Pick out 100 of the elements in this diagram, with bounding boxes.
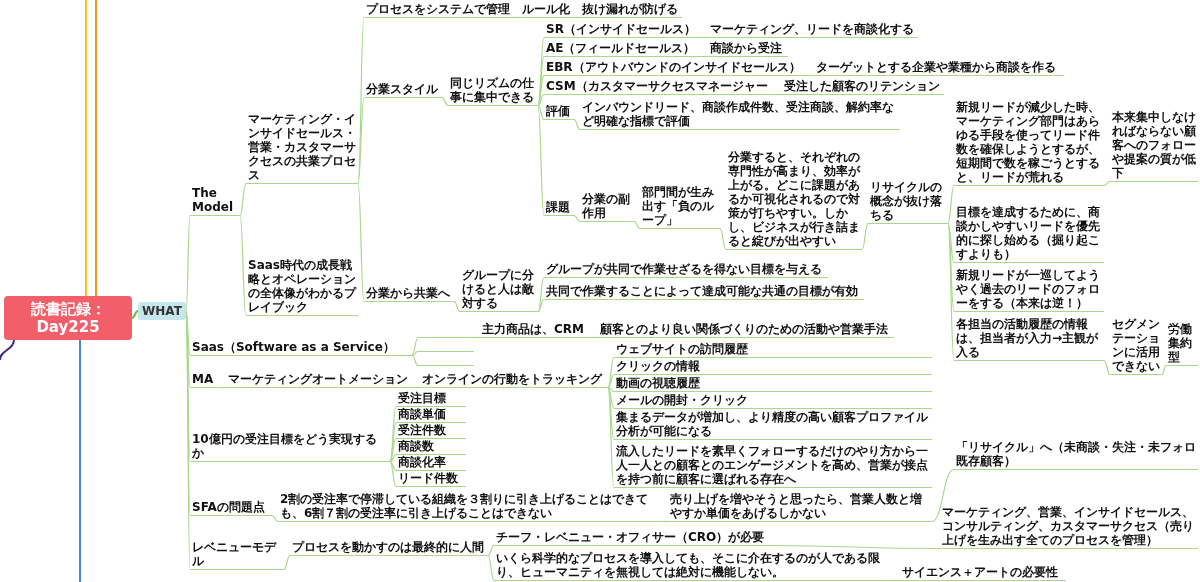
branch-line: [95, 0, 97, 297]
branch-line: [239, 214, 247, 317]
branch-line: [487, 544, 495, 557]
branch-line: [537, 298, 545, 313]
branch-line: [441, 96, 449, 107]
topic-text: 目標を達成するために、商談かしやすいリードを優先的に探し始める（掘り起こすよりも）: [954, 205, 1104, 263]
topic-text: 動画の視聴履歴: [614, 376, 932, 392]
branch-line: [591, 336, 599, 339]
branch-line: [573, 118, 581, 131]
topic-text: SR（インサイドセールス）: [544, 22, 702, 38]
topic-text: EBR（アウトバウンドのインサイドセールス）: [544, 60, 808, 76]
branch-line: [947, 222, 955, 362]
branch-line: [893, 579, 901, 582]
branch-line: [607, 386, 615, 489]
branch-line: [537, 104, 545, 121]
central-topic: 読書記録：Day225: [4, 296, 132, 340]
branch-line: [573, 214, 581, 223]
topic-text: 商談単価: [396, 407, 466, 423]
topic-text: オンラインの行動をトラッキング: [420, 372, 608, 388]
topic-text: セグメンテーションに活用できない: [1110, 317, 1162, 375]
topic-text: ルール化: [520, 2, 574, 18]
topic-text: 集まるデータが増加し、より精度の高い顧客プロファイル分析が可能になる: [614, 410, 932, 440]
topic-text: ターゲットとする企業や業種から商談を作る: [814, 60, 1064, 76]
topic-text: サイエンス＋アートの必要性: [900, 565, 1066, 581]
topic-text: 商談化率: [396, 455, 466, 471]
topic-text: グループに分けると人は敵対する: [460, 268, 538, 312]
topic-text: リサイクルの概念が抜け落ちる: [868, 180, 948, 224]
branch-line: [661, 520, 669, 523]
branch-line: [413, 386, 421, 389]
branch-line: [389, 460, 397, 488]
topic-text: マーケティング、営業、インサイドセールス、コンサルティング、カスタマーサクセス（売り上げを生み出す全てのプロセスを管理）: [940, 505, 1198, 549]
topic-text: Saas時代の成長戦略とオペレーションの全体像がわかるプレイブック: [246, 258, 358, 316]
topic-text: いくら科学的なプロセスを導入しても、そこに介在するのが人である限り、ヒューマニティを無視しては絶対に機能しない。: [494, 551, 894, 581]
branch-line: [239, 182, 247, 217]
branch-line: [537, 55, 545, 107]
topic-text: 分業スタイル: [364, 82, 442, 98]
topic-text: SFAの問題点: [190, 500, 272, 516]
topic-text: マーケティング、リードを商談化する: [708, 22, 918, 38]
topic-text: リード件数: [396, 471, 466, 487]
branch-line: [357, 96, 365, 185]
branch-line: [537, 93, 545, 107]
branch-line: [537, 74, 545, 107]
branch-line: [719, 227, 727, 251]
topic-text: マーケティングオートメーション: [226, 372, 414, 388]
topic-text: 課題: [544, 200, 574, 216]
topic-text: チーフ・レベニュー・オフィサー（CRO）が必要: [494, 530, 768, 546]
topic-text: 分業すると、それぞれの専門性が高まり、効率が上がる。どこに課題があるか可視化されるので対策が打ちやすい。しかし、ビジネスが行き詰まると綻びが出やすい: [726, 150, 862, 250]
branch-line: [1103, 359, 1111, 376]
topic-text: 各担当の活動履歴の情報は、担当者が入力→主観が入る: [954, 317, 1104, 361]
topic-text: 主力商品は、CRM: [480, 322, 592, 338]
topic-text: ウェブサイトの訪問履歴: [614, 342, 932, 358]
branch-line: [701, 36, 709, 39]
topic-text: CSM（カスタマーサクセスマネージャー: [544, 79, 776, 95]
topic-text: 2割の受注率で停滞している組織を３割りに引き上げることはできても、6割７割の受注率に引き上げることはできない: [278, 492, 662, 522]
topic-text: 10億円の受注目標をどう実現するか: [190, 432, 390, 462]
branch-line: [219, 386, 227, 389]
branch-line: [389, 460, 397, 472]
topic-text: 本来集中しなければならない顧客へのフォローや提案の質が低下: [1110, 110, 1198, 182]
topic-text: 評価: [544, 104, 574, 120]
branch-line: [473, 336, 481, 339]
branch-line: [947, 184, 955, 225]
branch-line: [861, 222, 869, 251]
topic-text: 受注した顧客のリテンション: [782, 79, 944, 95]
branch-line: [411, 336, 419, 357]
topic-text: 労働集約型: [1166, 322, 1198, 366]
branch-line: [487, 554, 495, 582]
topic-text: 同じリズムの仕事に集中できる: [448, 76, 538, 106]
topic-text: 受注件数: [396, 423, 466, 439]
topic-text: 部門間が生み出す「負のループ」: [640, 185, 720, 229]
branch-line: [607, 386, 615, 393]
topic-text: グループが共同で作業せざるを得ない目標を与える: [544, 262, 828, 278]
branch-line: [775, 93, 783, 96]
topic-text: 共同で作業することによって達成可能な共通の目標が有効: [544, 284, 864, 300]
topic-text: クリックの情報: [614, 359, 932, 375]
branch-line: [283, 554, 291, 571]
topic-text: AE（フィールドセールス）: [544, 41, 702, 57]
branch-line: [389, 453, 397, 463]
branch-line: [513, 16, 521, 19]
topic-text: 商談数: [396, 439, 466, 455]
branch-line: [767, 544, 941, 550]
topic-text: 新規リードが一巡してようやく過去のリードのフォローをする（本来は逆！）: [954, 268, 1104, 312]
topic-text: インバウンドリード、商談作成件数、受注商談、解約率など明確な指標で評価: [580, 100, 900, 130]
topic-text: 分業の副作用: [580, 192, 634, 222]
branch-line: [411, 350, 419, 357]
topic-text: マーケティング・インサイドセールス・営業・カスタマーサクセスの共業プロセス: [246, 112, 358, 184]
topic-text: 商談から受注: [708, 41, 788, 57]
branch-line: [0, 339, 15, 361]
branch-line: [947, 222, 955, 264]
branch-line: [537, 104, 545, 217]
branch-line: [411, 354, 419, 367]
topic-text: 受注目標: [396, 391, 466, 407]
branch-line: [607, 373, 615, 389]
branch-line: [931, 468, 955, 523]
branch-line: [607, 386, 615, 441]
branch-line: [807, 74, 815, 77]
topic-text: 新規リードが減少した時、マーケティング部門はあらゆる手段を使ってリード件数を確保しようとするが、短期間で数を稼ごうとすると、リードが荒れる: [954, 100, 1104, 186]
topic-text: 抜け漏れが防げる: [580, 2, 682, 18]
branch-line: [85, 0, 87, 297]
branch-line: [131, 310, 139, 319]
topic-text: プロセスをシステムで管理: [364, 2, 514, 18]
